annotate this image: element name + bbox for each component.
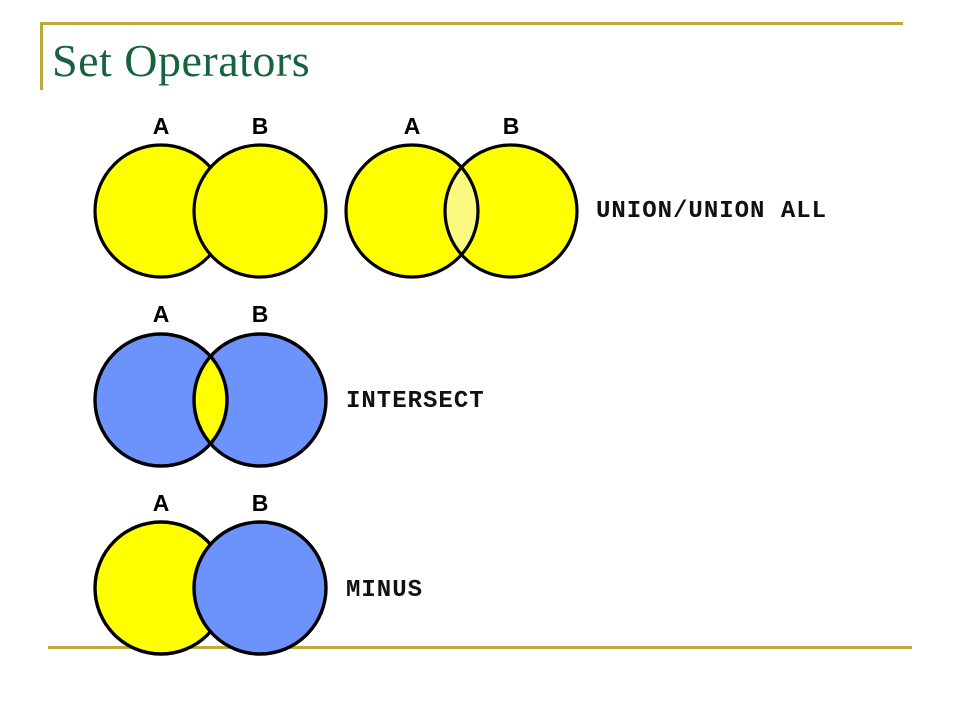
circle-b: [192, 143, 328, 279]
caption-union: UNION/UNION ALL: [596, 198, 828, 225]
caption-minus: MINUS: [346, 577, 424, 604]
page-title: Set Operators: [52, 35, 311, 86]
circle-a-outline: [344, 143, 480, 279]
caption-intersect: INTERSECT: [346, 388, 485, 415]
circle-b: [445, 145, 577, 277]
set-label-b: B: [251, 490, 269, 516]
set-label-a: A: [152, 490, 170, 516]
venn-union-plain: [93, 141, 331, 281]
set-label-b: B: [502, 113, 520, 139]
set-label-a: A: [403, 113, 421, 139]
left-gold-rule: [40, 22, 43, 90]
set-label-a: A: [152, 113, 170, 139]
circle-a: [346, 145, 478, 277]
circle-b-outline: [443, 143, 579, 279]
circle-a: [95, 334, 227, 466]
set-label-b: B: [251, 113, 269, 139]
circle-b: [194, 334, 326, 466]
set-label-b: B: [251, 301, 269, 327]
top-gold-rule: [40, 22, 903, 25]
venn-minus: [93, 518, 333, 660]
circle-a-outline: [93, 332, 229, 468]
venn-union-highlight: [344, 141, 582, 281]
venn-intersect: [93, 330, 331, 470]
circle-b-outline: [192, 332, 328, 468]
set-label-a: A: [152, 301, 170, 327]
circle-b: [192, 520, 328, 656]
bottom-gold-rule: [48, 646, 912, 649]
